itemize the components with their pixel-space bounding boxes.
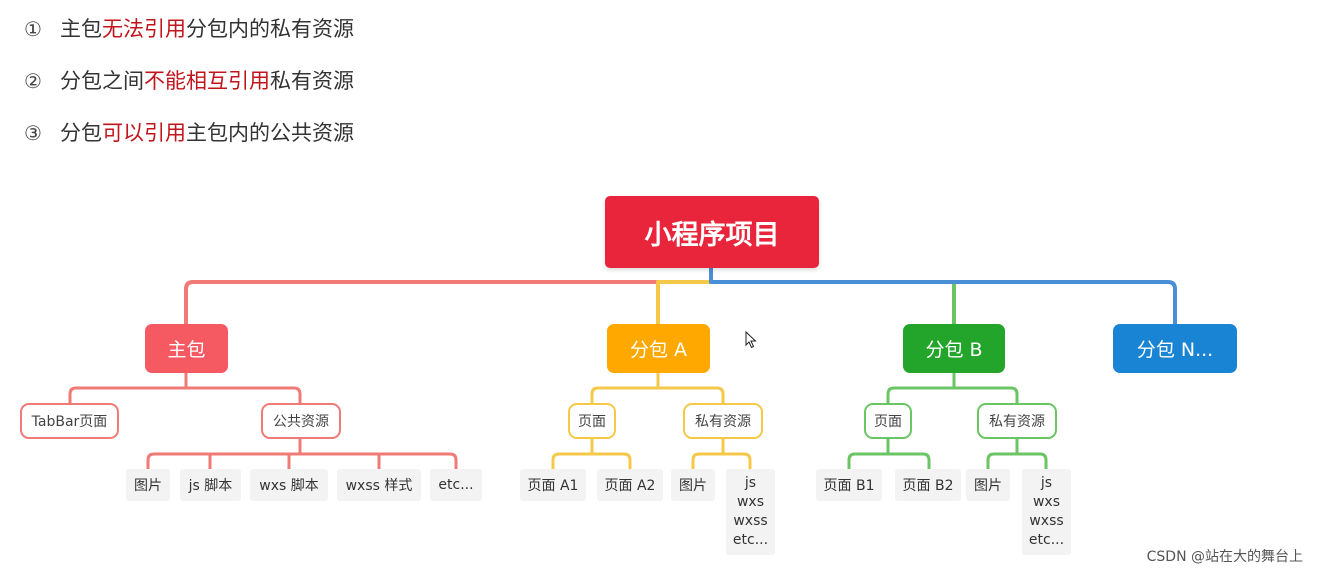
rule-1: ① 主包无法引用分包内的私有资源 (24, 14, 354, 44)
sub-a-node: 分包 A (607, 324, 710, 373)
connector-sub-a-pages (551, 437, 632, 471)
connector-root-main (184, 266, 713, 326)
rule-3: ③ 分包可以引用主包内的公共资源 (24, 118, 354, 148)
rule-text: 私有资源 (270, 69, 354, 93)
sub-a-pages-node: 页面 (568, 403, 616, 439)
main-package-node: 主包 (145, 324, 228, 373)
leaf-page-a2: 页面 A2 (597, 469, 663, 501)
connector-root-b (709, 280, 956, 326)
rule-text: 分包之间 (60, 69, 144, 93)
rule-text: 分包 (60, 121, 102, 145)
leaf-line: js (1040, 475, 1053, 491)
rule-number: ① (24, 17, 42, 41)
connector-root-a (656, 280, 713, 326)
leaf-wxss-style: wxss 样式 (337, 469, 421, 501)
rule-2: ② 分包之间不能相互引用私有资源 (24, 66, 354, 96)
leaf-js-wxs-wxss-etc: js wxs wxss etc... (1022, 469, 1071, 555)
leaf-line: wxs (736, 494, 765, 510)
public-resources-node: 公共资源 (261, 403, 341, 439)
root-node: 小程序项目 (605, 196, 819, 268)
sub-b-node: 分包 B (903, 324, 1005, 373)
rule-text: 主包内的公共资源 (186, 121, 354, 145)
leaf-page-b2: 页面 B2 (895, 469, 961, 501)
rule-highlight: 无法引用 (102, 17, 186, 41)
connector-sub-b (886, 371, 1019, 405)
leaf-wxs-script: wxs 脚本 (250, 469, 328, 501)
rule-highlight: 不能相互引用 (144, 69, 270, 93)
connector-root-n (709, 266, 1177, 326)
sub-b-private-node: 私有资源 (977, 403, 1057, 439)
leaf-page-b1: 页面 B1 (816, 469, 882, 501)
leaf-images: 图片 (671, 469, 715, 501)
connector-sub-a-private (691, 437, 752, 471)
connector-sub-a (590, 371, 725, 405)
sub-n-node: 分包 N... (1113, 324, 1237, 373)
sub-a-private-node: 私有资源 (683, 403, 763, 439)
connector-public (146, 437, 458, 471)
leaf-line: wxss (733, 513, 768, 529)
rule-text: 主包 (60, 17, 102, 41)
connector-main (68, 371, 302, 405)
rule-number: ③ (24, 121, 42, 145)
connector-sub-b-private (986, 437, 1048, 471)
rule-text: 分包内的私有资源 (186, 17, 354, 41)
leaf-images: 图片 (126, 469, 170, 501)
connector-sub-b-pages (847, 437, 931, 471)
leaf-line: etc... (732, 532, 769, 548)
rule-highlight: 可以引用 (102, 121, 186, 145)
leaf-line: etc... (1028, 532, 1065, 548)
leaf-etc: etc... (430, 469, 482, 501)
leaf-line: wxss (1029, 513, 1064, 529)
leaf-images: 图片 (966, 469, 1010, 501)
mouse-cursor-icon (745, 331, 757, 349)
leaf-page-a1: 页面 A1 (520, 469, 586, 501)
sub-b-pages-node: 页面 (864, 403, 912, 439)
tabbar-pages-node: TabBar页面 (20, 403, 119, 439)
rule-number: ② (24, 69, 42, 93)
watermark: CSDN @站在大的舞台上 (1146, 549, 1303, 565)
leaf-line: wxs (1032, 494, 1061, 510)
leaf-js-script: js 脚本 (180, 469, 241, 501)
leaf-js-wxs-wxss-etc: js wxs wxss etc... (726, 469, 775, 555)
leaf-line: js (744, 475, 757, 491)
